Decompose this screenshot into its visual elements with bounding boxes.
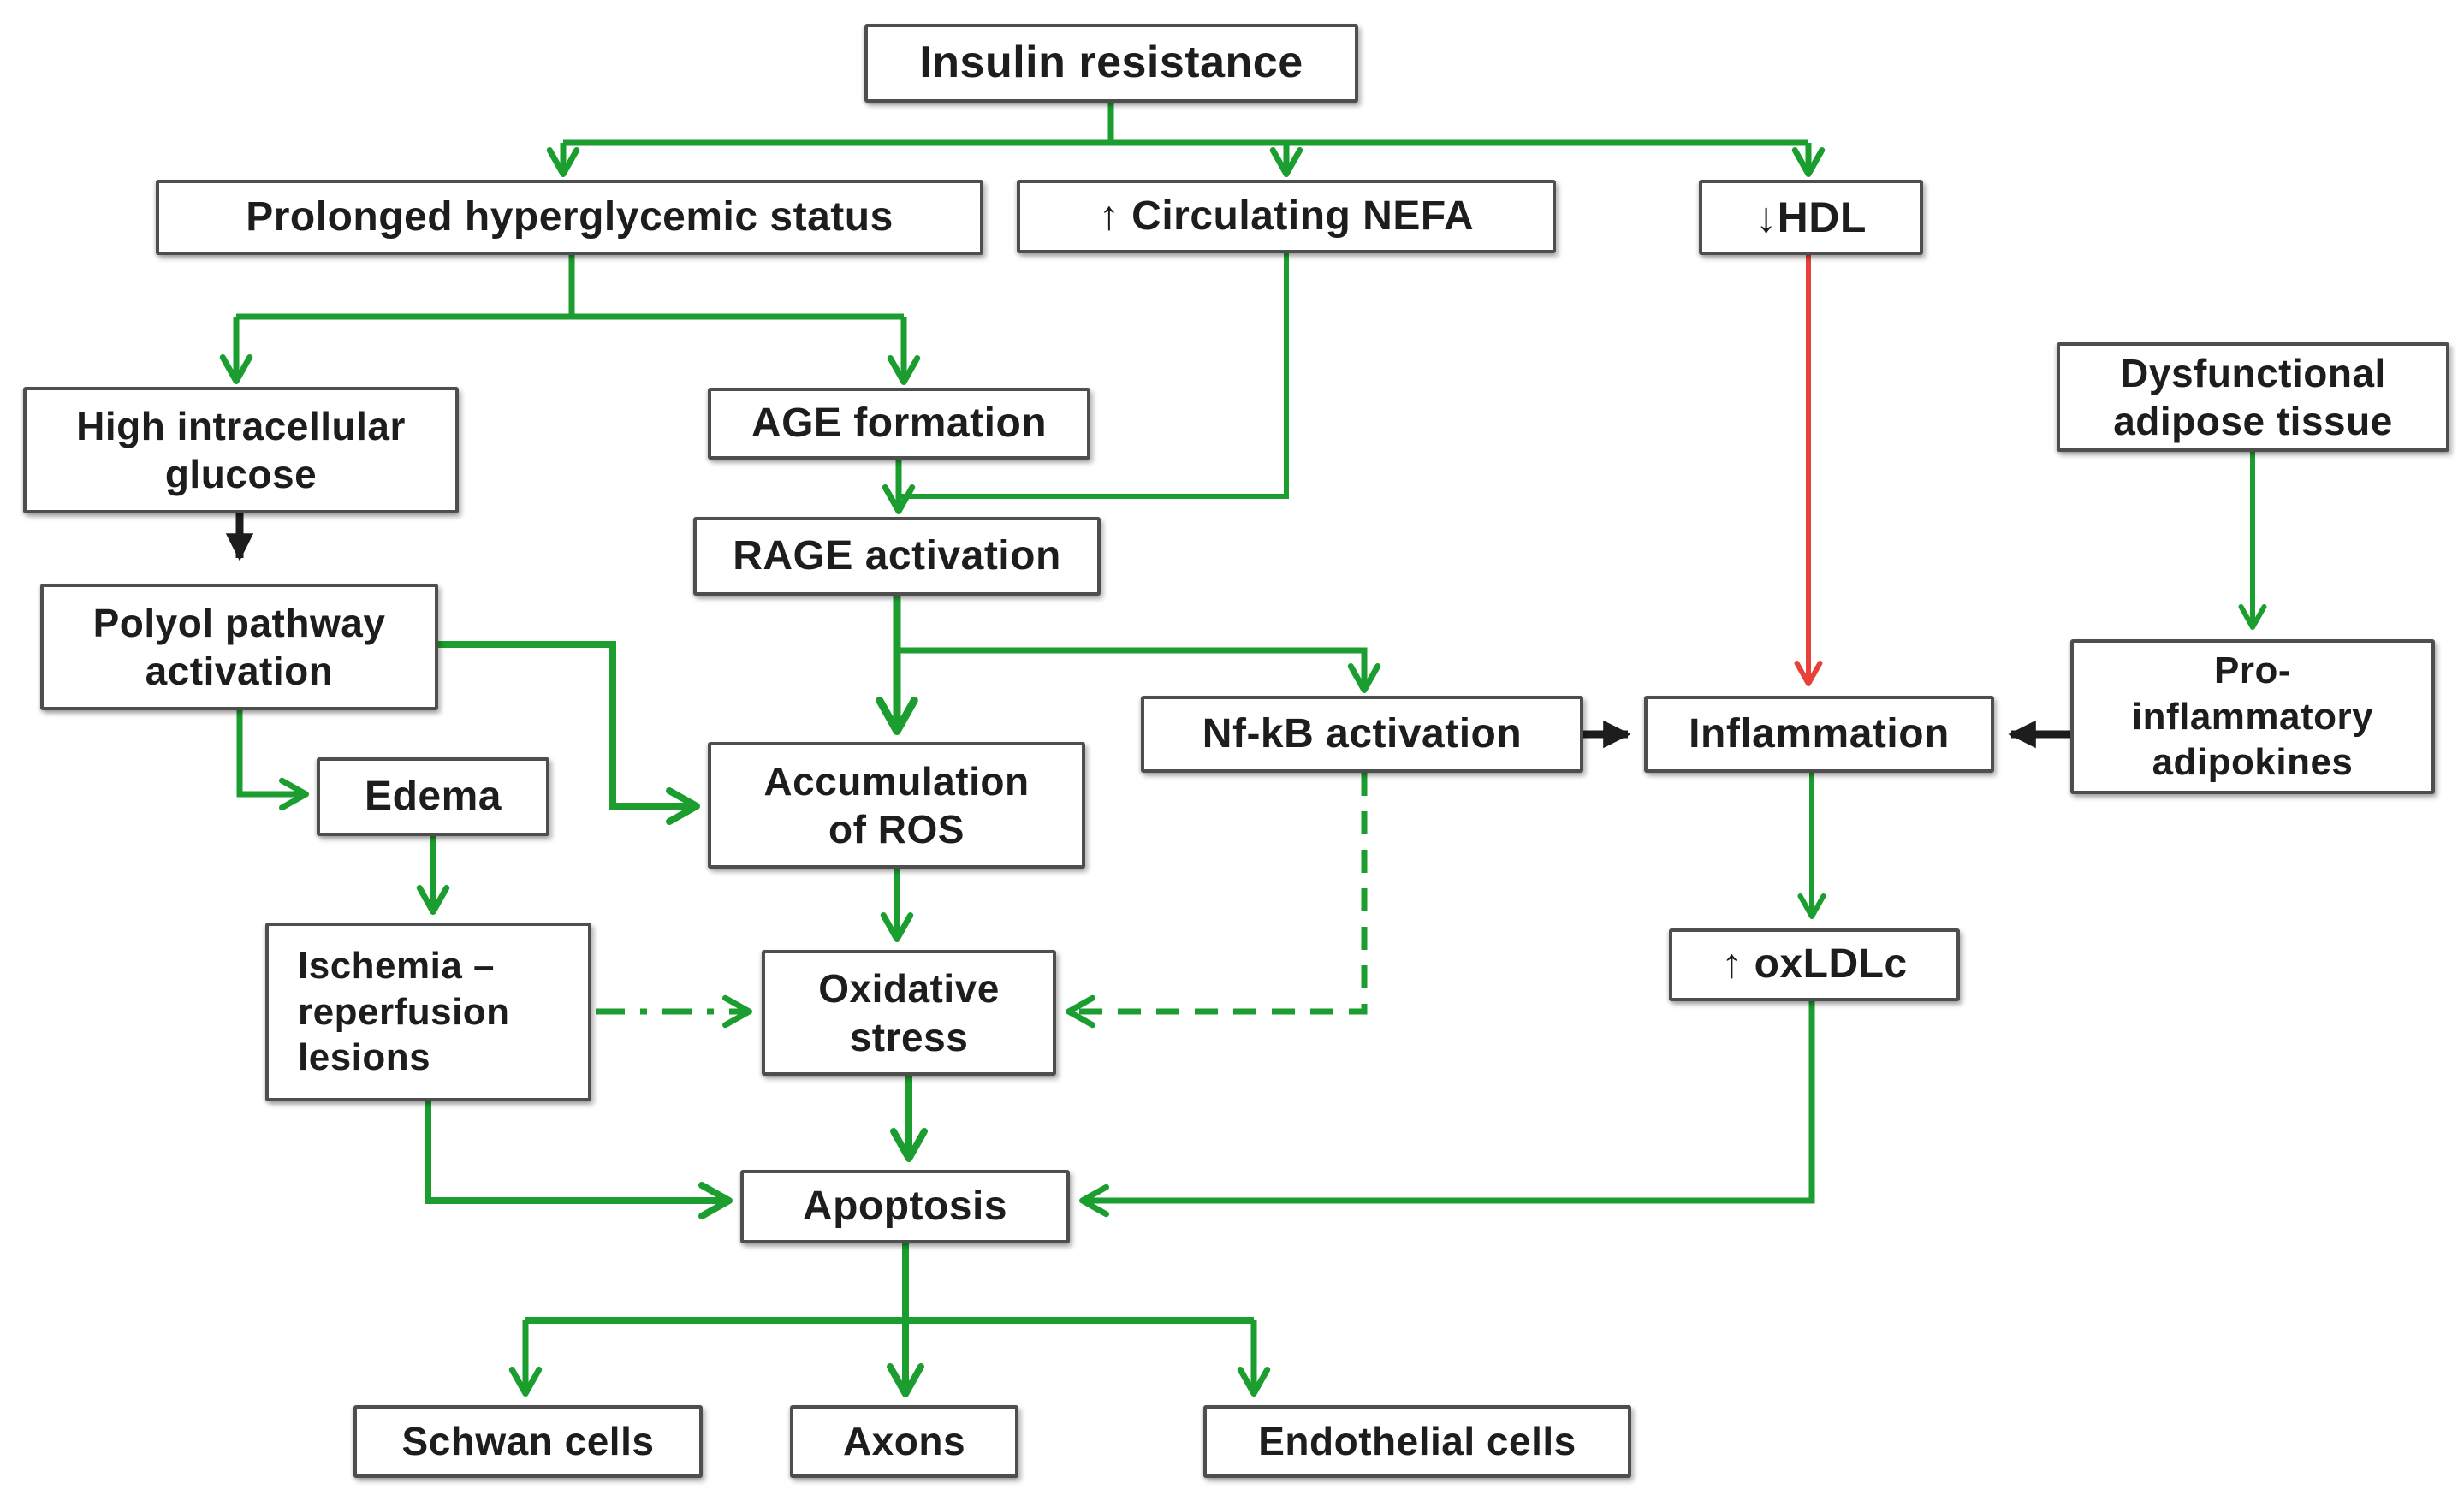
node-nfkb-activation: Nf-kB activation <box>1141 696 1583 773</box>
node-high-intracellular-glucose: High intracellular glucose <box>23 387 459 513</box>
node-rage-activation: RAGE activation <box>693 517 1101 596</box>
node-inflammation: Inflammation <box>1644 696 1994 773</box>
node-oxldlc: ↑ oxLDLc <box>1669 928 1960 1001</box>
node-axons: Axons <box>790 1405 1018 1478</box>
edge-group <box>219 103 2267 1397</box>
edge-nfkb-to-oxidative-dashed <box>1066 773 1368 1029</box>
node-prolonged-hyperglycemic-status: Prolonged hyperglycemic status <box>156 180 983 255</box>
node-polyol-pathway-activation: Polyol pathway activation <box>40 584 438 710</box>
node-age-formation: AGE formation <box>708 388 1090 460</box>
node-dysfunctional-adipose-tissue: Dysfunctional adipose tissue <box>2057 342 2449 452</box>
node-edema: Edema <box>317 757 549 836</box>
node-circulating-nefa: ↑ Circulating NEFA <box>1017 180 1556 253</box>
node-oxidative-stress: Oxidative stress <box>762 950 1056 1076</box>
edge-polyol-to-accumulation-ros <box>438 641 700 825</box>
node-apoptosis: Apoptosis <box>740 1170 1070 1243</box>
edge-nefa-to-rage-join <box>901 253 1289 499</box>
node-insulin-resistance: Insulin resistance <box>864 24 1358 103</box>
node-schwan-cells: Schwan cells <box>353 1405 703 1478</box>
node-ischemia-reperfusion-lesions: Ischemia – reperfusion lesions <box>265 923 591 1101</box>
node-endothelial-cells: Endothelial cells <box>1203 1405 1631 1478</box>
edge-oxldlc-to-apoptosis <box>1079 1001 1815 1218</box>
node-accumulation-of-ros: Accumulation of ROS <box>708 742 1085 869</box>
edge-rage-branch-to-nfkb <box>897 647 1381 693</box>
edge-ischemia-to-apoptosis <box>425 1101 733 1219</box>
node-pro-inflammatory-adipokines: Pro- inflammatory adipokines <box>2070 639 2435 794</box>
node-hdl: ↓HDL <box>1699 180 1923 255</box>
edge-polyol-to-edema <box>236 710 309 811</box>
